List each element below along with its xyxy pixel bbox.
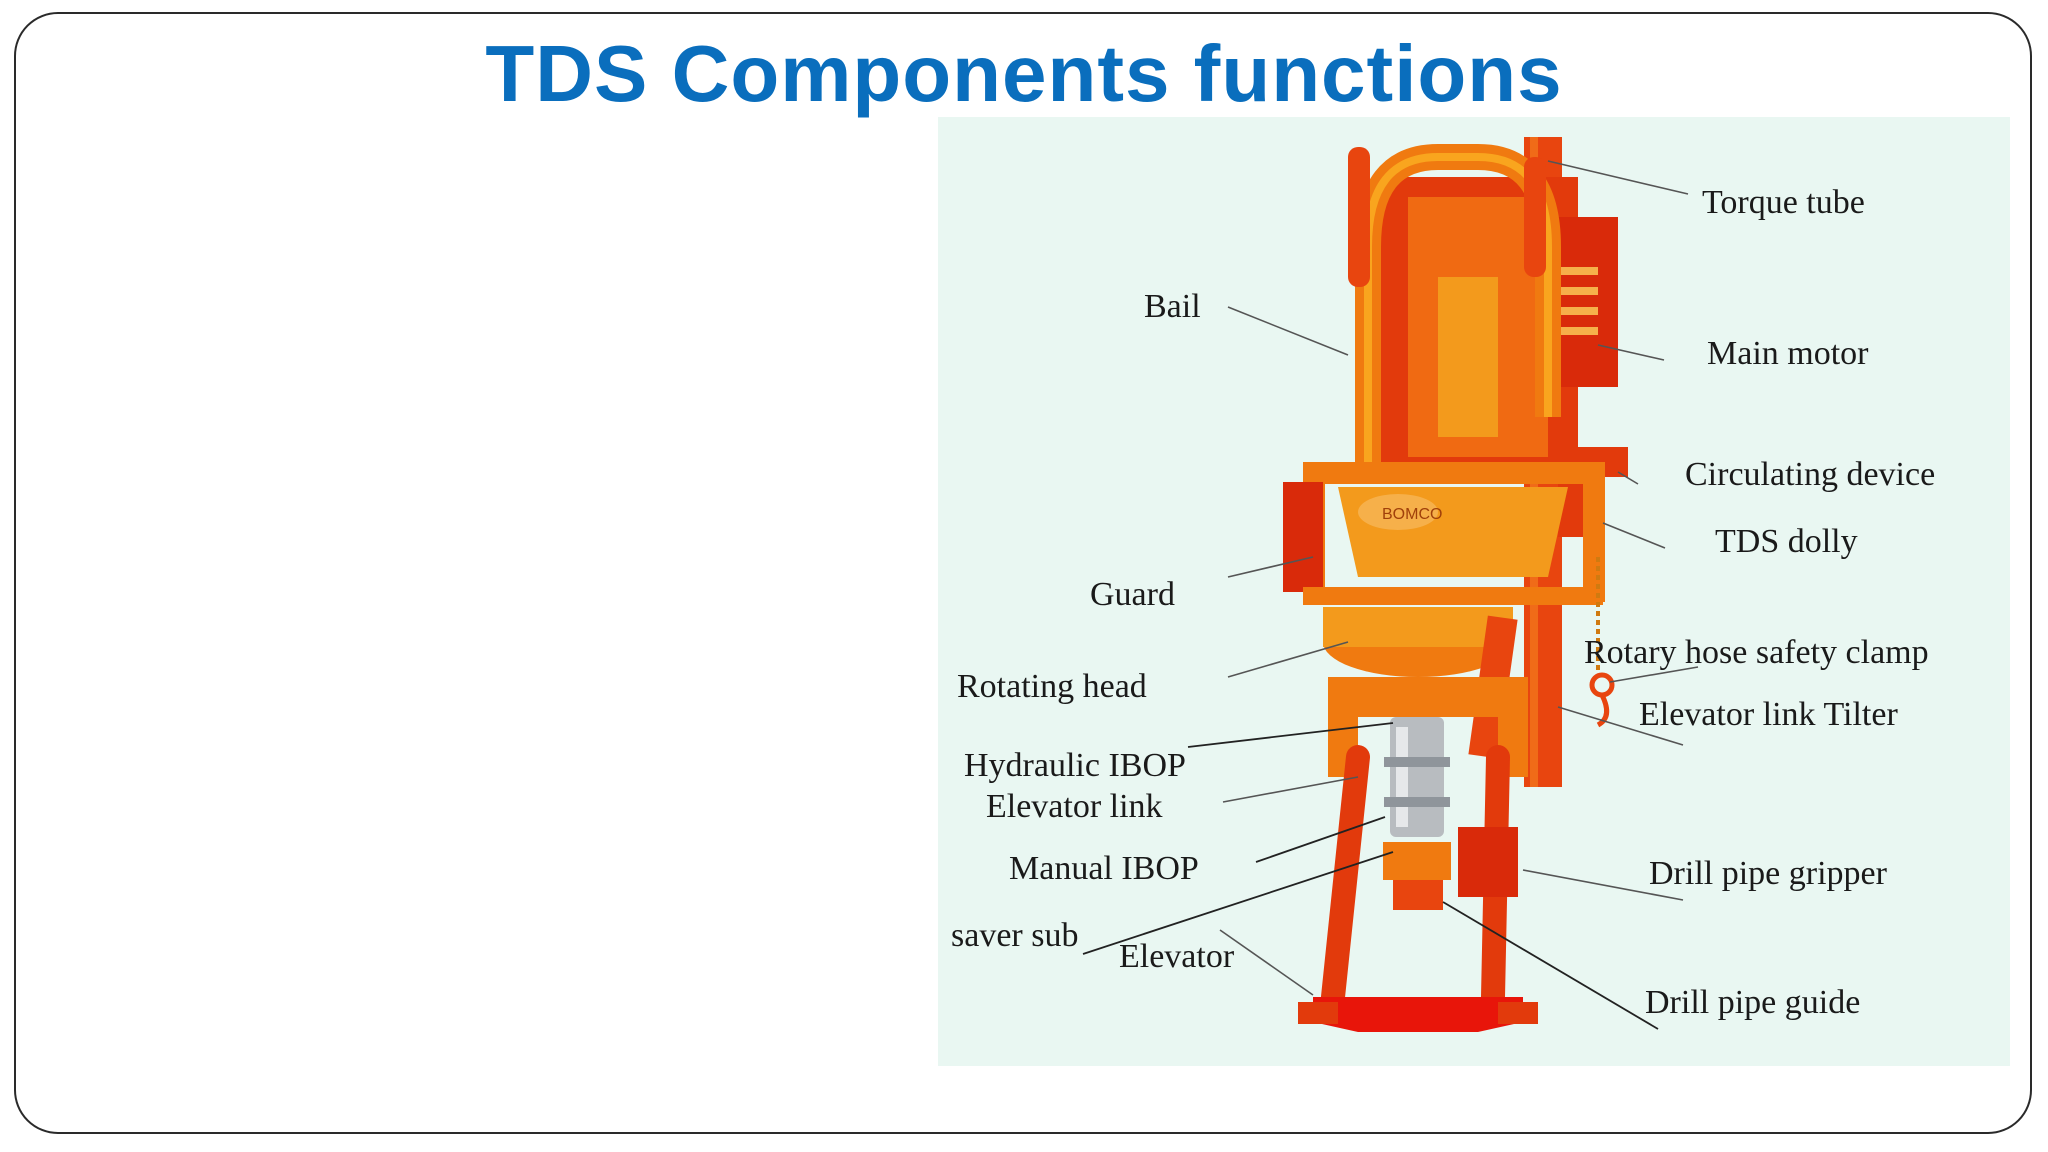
label-saver-sub: saver sub (951, 917, 1078, 954)
guard-shape (1303, 462, 1603, 484)
tds-diagram: BOMCO (951, 137, 1935, 1032)
label-elevator: Elevator (1119, 938, 1235, 975)
leader-lines (1082, 160, 1699, 1030)
brand-mark: BOMCO (1382, 506, 1442, 523)
elevator-link-shape (1321, 745, 1370, 1009)
label-torque-tube: Torque tube (1702, 184, 1865, 221)
label-main-motor: Main motor (1707, 335, 1869, 372)
label-circulating-device: Circulating device (1685, 456, 1935, 493)
manual-ibop-shape (1383, 842, 1451, 880)
label-elevator-link-tilter: Elevator link Tilter (1639, 696, 1898, 733)
tds-diagram-panel: BOMCO (938, 117, 2010, 1066)
top-drive-illustration: BOMCO (1283, 137, 1628, 1032)
drill-pipe-gripper-shape (1458, 827, 1518, 897)
label-bail: Bail (1144, 288, 1201, 325)
label-elevator-link: Elevator link (986, 788, 1163, 825)
label-manual-ibop: Manual IBOP (1009, 850, 1199, 887)
label-drill-pipe-guide: Drill pipe guide (1645, 984, 1860, 1021)
label-hydraulic-ibop: Hydraulic IBOP (964, 747, 1186, 784)
callout-labels: Torque tube Main motor Circulating devic… (951, 184, 1935, 1021)
elevator-shape (1313, 997, 1523, 1032)
label-tds-dolly: TDS dolly (1715, 523, 1858, 560)
label-guard: Guard (1090, 576, 1175, 613)
saver-sub-shape (1393, 880, 1443, 910)
label-rotary-hose-safety-clamp: Rotary hose safety clamp (1584, 634, 1929, 671)
label-rotating-head: Rotating head (957, 668, 1147, 705)
slide-title: TDS Components functions (485, 29, 1563, 118)
hose-clamp-hook-shape (1589, 672, 1615, 698)
label-drill-pipe-gripper: Drill pipe gripper (1649, 855, 1888, 892)
